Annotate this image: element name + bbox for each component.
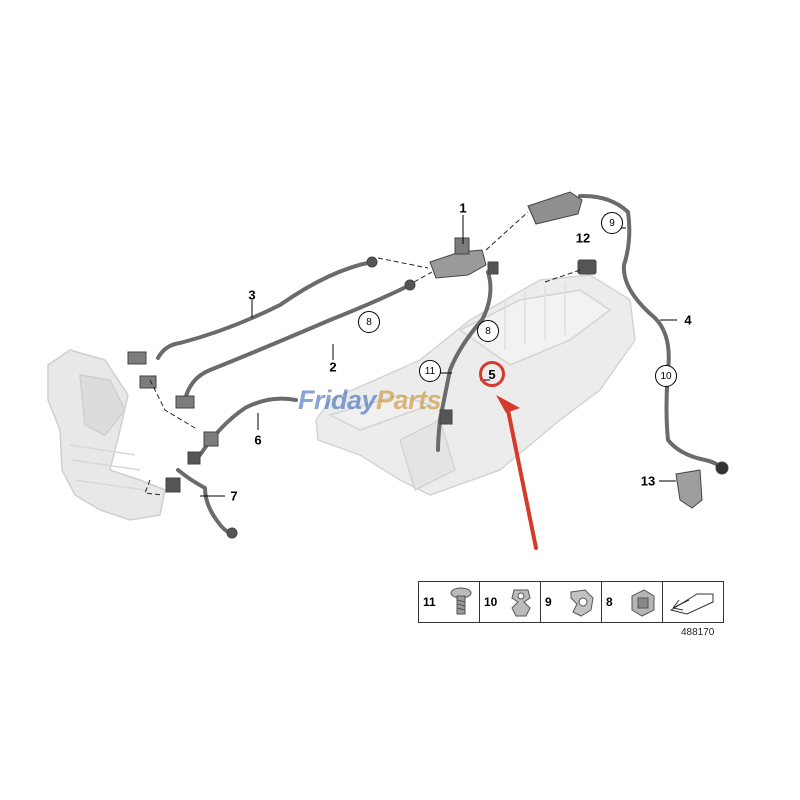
callout-4: 4 bbox=[684, 312, 692, 328]
callout-6: 6 bbox=[254, 432, 262, 448]
cutaway-arrow-icon bbox=[669, 593, 714, 615]
watermark-part2: Parts bbox=[376, 385, 442, 415]
intake-manifold bbox=[315, 274, 636, 496]
callout-1: 1 bbox=[459, 200, 467, 216]
watermark: FridayParts bbox=[298, 385, 442, 416]
legend-item-11: 11 bbox=[419, 582, 480, 622]
callout-7: 7 bbox=[230, 488, 238, 504]
charge-air-pipe bbox=[47, 349, 166, 521]
clip-icon bbox=[511, 589, 531, 617]
legend-item-8: 8 bbox=[602, 582, 663, 622]
diagram-reference-number: 488170 bbox=[681, 627, 715, 638]
hose-clip-icon bbox=[570, 589, 594, 617]
legend-number: 11 bbox=[423, 595, 436, 609]
callout-2: 2 bbox=[329, 359, 337, 375]
legend-item-arrow bbox=[663, 582, 723, 622]
callout-3: 3 bbox=[248, 287, 256, 303]
hoses bbox=[156, 193, 724, 535]
callout-13: 13 bbox=[640, 473, 656, 489]
circled-callout-10: 10 bbox=[655, 365, 677, 387]
circled-callout-9: 9 bbox=[601, 212, 623, 234]
fittings bbox=[127, 191, 729, 539]
circled-callout-11: 11 bbox=[419, 360, 441, 382]
callout-12: 12 bbox=[575, 230, 591, 246]
holder-clip-icon bbox=[631, 589, 655, 617]
highlighted-callout-5: 5 bbox=[479, 361, 505, 387]
bolt-icon bbox=[450, 587, 472, 615]
parts-legend: 11 10 9 8 bbox=[418, 581, 724, 623]
circled-callout-8-left: 8 bbox=[358, 311, 380, 333]
legend-number: 8 bbox=[606, 595, 613, 609]
dash-lines bbox=[144, 211, 581, 496]
legend-item-10: 10 bbox=[480, 582, 541, 622]
legend-number: 10 bbox=[484, 595, 498, 609]
watermark-part1: Friday bbox=[298, 385, 377, 415]
circled-callout-8-right: 8 bbox=[477, 320, 499, 342]
leader-lines bbox=[200, 215, 677, 497]
legend-number: 9 bbox=[545, 595, 552, 609]
highlight-arrow bbox=[496, 395, 538, 550]
legend-item-9: 9 bbox=[541, 582, 602, 622]
